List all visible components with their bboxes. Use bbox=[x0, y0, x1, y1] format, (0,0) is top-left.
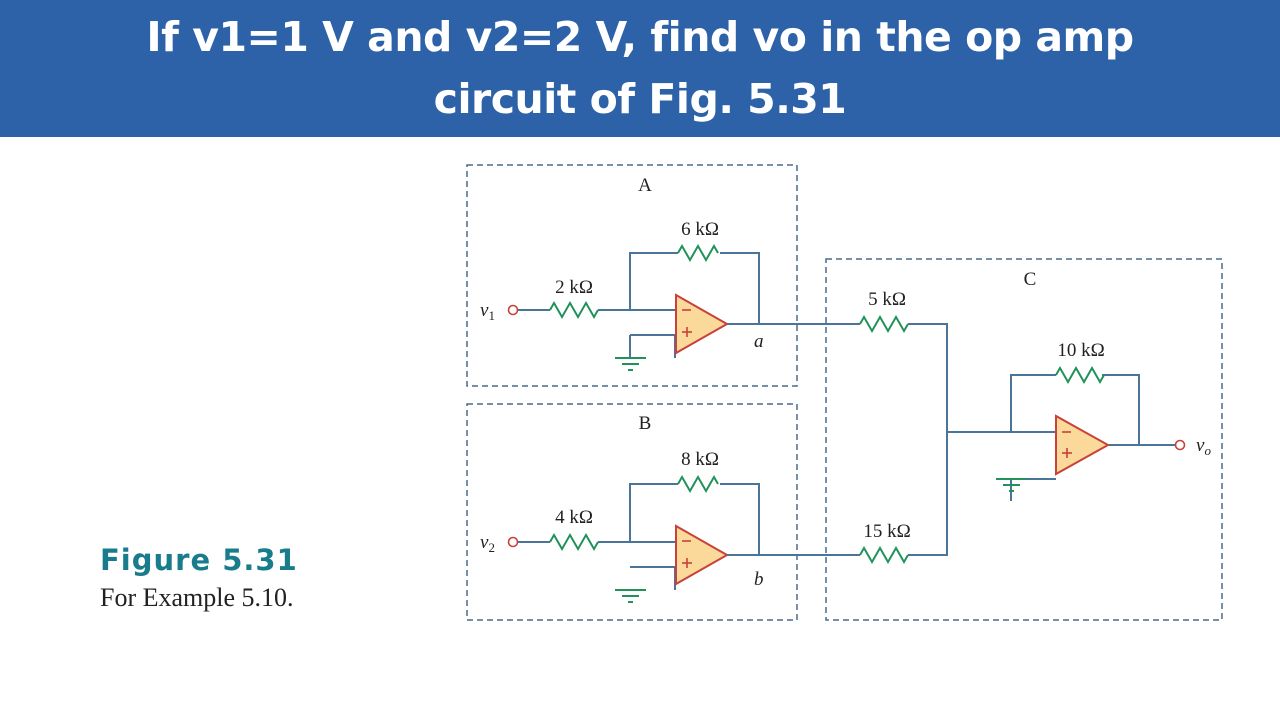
opamp-a bbox=[675, 293, 730, 355]
opamp-b bbox=[675, 524, 730, 586]
output-vo-label: vo bbox=[1196, 435, 1211, 458]
stage-b-label: B bbox=[639, 413, 652, 434]
stage-c-box bbox=[825, 258, 1223, 621]
input-v2-terminal bbox=[507, 536, 519, 548]
node-b-label: b bbox=[754, 569, 764, 590]
resistor-10k-label: 10 kΩ bbox=[1057, 340, 1104, 361]
figure-caption: For Example 5.10. bbox=[100, 583, 294, 612]
resistor-6k bbox=[677, 243, 719, 263]
stage-b: v2 4 kΩ 8 kΩ b bbox=[480, 449, 860, 603]
title-banner: If v1=1 V and v2=2 V, find vo in the op … bbox=[0, 0, 1280, 137]
stage-a-box bbox=[466, 164, 798, 387]
stage-a-wires bbox=[518, 252, 760, 358]
resistor-5k-label: 5 kΩ bbox=[868, 289, 906, 310]
figure-label: Figure 5.31 bbox=[100, 543, 298, 577]
resistor-15k bbox=[859, 545, 909, 565]
input-v1-label: v1 bbox=[480, 300, 495, 323]
stage-c-wires bbox=[908, 323, 1175, 556]
stage-c: 5 kΩ 15 kΩ 10 kΩ vo bbox=[859, 289, 1211, 565]
resistor-2k-label: 2 kΩ bbox=[555, 277, 593, 298]
resistor-4k bbox=[549, 532, 599, 552]
resistor-6k-label: 6 kΩ bbox=[681, 219, 719, 240]
resistor-4k-label: 4 kΩ bbox=[555, 507, 593, 528]
node-a-label: a bbox=[754, 331, 764, 352]
stage-a: v1 2 kΩ 6 kΩ a bbox=[480, 219, 860, 371]
stage-b-wires bbox=[518, 483, 760, 590]
title-line-2: circuit of Fig. 5.31 bbox=[433, 75, 847, 123]
resistor-8k-label: 8 kΩ bbox=[681, 449, 719, 470]
input-v2-label: v2 bbox=[480, 532, 495, 555]
title-line-1: If v1=1 V and v2=2 V, find vo in the op … bbox=[146, 13, 1134, 61]
resistor-8k bbox=[677, 474, 719, 494]
stage-a-label: A bbox=[638, 175, 652, 196]
opamp-c bbox=[1055, 414, 1111, 476]
resistor-2k bbox=[549, 300, 599, 320]
stage-b-box bbox=[466, 403, 798, 621]
resistor-10k bbox=[1055, 365, 1105, 385]
stage-c-label: C bbox=[1024, 269, 1037, 290]
output-vo-terminal bbox=[1174, 439, 1186, 451]
input-v1-terminal bbox=[507, 304, 519, 316]
resistor-5k bbox=[859, 314, 909, 334]
problem-title: If v1=1 V and v2=2 V, find vo in the op … bbox=[0, 6, 1280, 130]
resistor-15k-label: 15 kΩ bbox=[863, 521, 910, 542]
